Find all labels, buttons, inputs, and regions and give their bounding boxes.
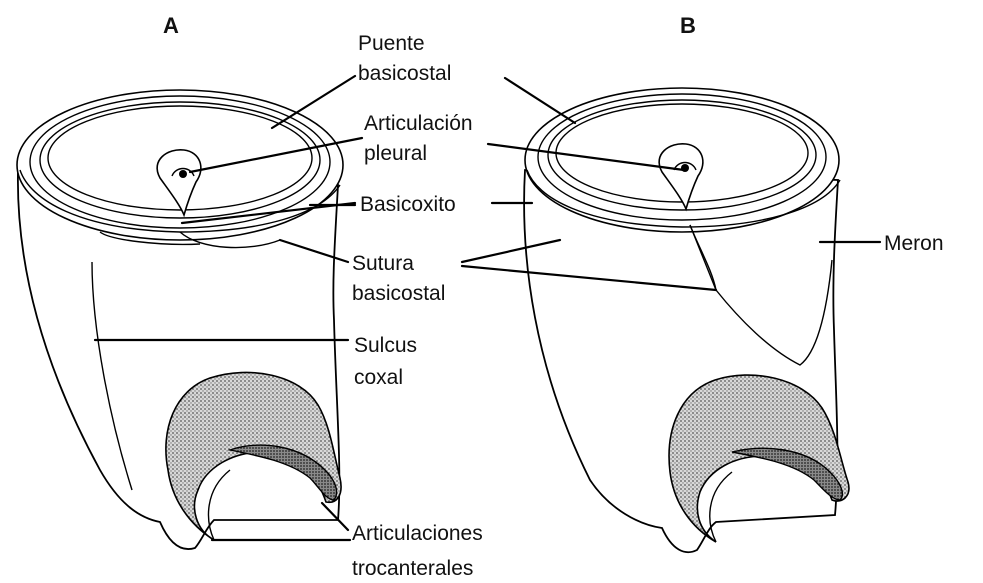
label-articulacion-line1: Articulación [364,112,473,135]
label-articulacion-line2: pleural [364,142,427,165]
label-sulcus-line2: coxal [354,366,403,389]
label-sulcus-line1: Sulcus [354,334,417,357]
label-puente-line1: Puente [358,32,425,55]
label-meron: Meron [884,232,944,255]
label-basicoxito: Basicoxito [360,193,456,216]
label-articulaciones-line2: trocanterales [352,557,473,580]
panel-label-b: B [680,13,696,38]
panel-label-a: A [163,13,179,38]
coxa-b [524,88,849,552]
label-puente-line2: basicostal [358,62,451,85]
label-articulaciones-line1: Articulaciones [352,522,483,545]
label-sutura-line2: basicostal [352,282,445,305]
coxa-a [17,90,343,549]
label-sutura-line1: Sutura [352,252,414,275]
